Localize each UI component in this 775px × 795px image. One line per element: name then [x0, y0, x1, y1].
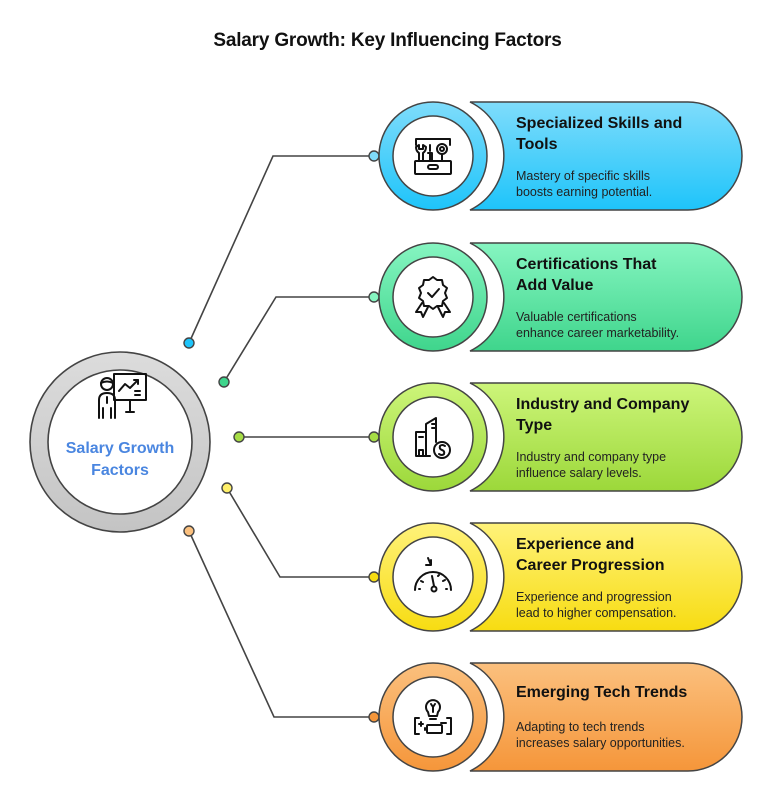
- factor-card-emerging-tech: Emerging Tech Trends Adapting to tech tr…: [378, 662, 744, 772]
- inner-dot-4: [221, 482, 233, 494]
- inner-dot-5: [183, 525, 195, 537]
- award-badge-icon: [415, 276, 451, 318]
- inner-dot-1: [183, 337, 195, 349]
- hub-label: Salary Growth Factors: [28, 438, 212, 482]
- diagram-title: Salary Growth: Key Influencing Factors: [213, 30, 562, 51]
- toolbox-icon: [414, 138, 452, 175]
- inner-dot-3: [233, 431, 245, 443]
- buildings-dollar-icon: [415, 417, 451, 459]
- gauge-icon: [414, 557, 452, 593]
- presenter-chart-icon: [98, 373, 147, 419]
- factor-heading: Emerging Tech Trends: [516, 684, 688, 701]
- lightbulb-battery-icon: [414, 699, 452, 735]
- hub-label-line1: Salary Growth: [65, 440, 175, 457]
- central-hub: Salary Growth Factors: [28, 350, 212, 534]
- hub-label-line2: Factors: [91, 462, 149, 479]
- card-shape: [378, 382, 743, 492]
- hub-ring: [29, 351, 211, 533]
- inner-dot-2: [218, 376, 230, 388]
